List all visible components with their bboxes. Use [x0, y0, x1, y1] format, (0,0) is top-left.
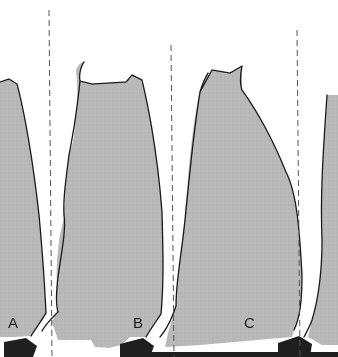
ground-strip-c: [150, 352, 338, 357]
panel-label-a: A: [8, 315, 18, 332]
panel-label-b: B: [133, 315, 143, 332]
panel-label-c: C: [244, 315, 255, 332]
